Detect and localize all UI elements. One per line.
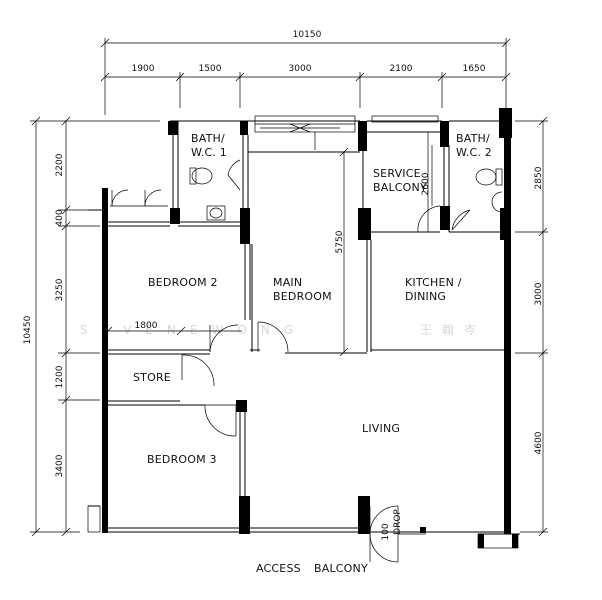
room-kitchen-label-1: KITCHEN / [405,276,462,289]
walls [102,108,512,534]
dim-top-total: 10150 [293,30,322,40]
room-bedroom3-label: BEDROOM 3 [147,453,217,466]
watermark-chinese: 王翰岑 [420,322,486,337]
room-kitchen-label-2: DINING [405,290,446,303]
refuse-drop-label: DROP [393,509,403,535]
dim-inner-100: 100 [381,523,391,540]
dim-left-5: 3400 [55,454,65,477]
dim-right-2: 3000 [534,282,544,305]
dim-left-2: 400 [55,209,65,226]
dim-right-3: 4600 [534,431,544,454]
dim-left-1: 2200 [55,153,65,176]
room-bath1-label-1: BATH/ [191,132,225,145]
toilet-icon [189,167,213,185]
basin-icon [206,205,226,221]
dim-top-3: 3000 [289,64,312,74]
top-dimensions: 10150 1900 1500 3000 2100 1650 [100,30,511,115]
dim-top-5: 1650 [463,64,486,74]
dim-left-3: 3250 [55,278,65,301]
dim-right-1: 2850 [534,166,544,189]
room-living-label: LIVING [362,422,400,435]
dim-left-total: 10450 [23,315,33,344]
watermark: SEVENEWONG 王翰岑 [80,322,486,337]
toilet-icon [475,168,503,186]
dim-left-4: 1200 [55,365,65,388]
room-labels: BATH/ W.C. 1 BATH/ W.C. 2 SERVICE BALCON… [133,132,492,575]
inner-dimensions: 1800 5750 2600 100 [103,132,431,541]
access-label: ACCESS [256,562,301,575]
room-service-label-1: SERVICE [373,167,421,180]
basin-icon [491,191,503,213]
dim-inner-5750: 5750 [335,230,345,253]
room-bath2-label-2: W.C. 2 [456,146,492,159]
dim-top-1: 1900 [132,64,155,74]
room-store-label: STORE [133,371,171,384]
right-dimensions: 2850 3000 4600 [515,116,548,537]
dim-inner-2600: 2600 [421,172,431,195]
dim-top-4: 2100 [390,64,413,74]
left-dimensions: 10450 2200 400 3250 1200 3400 [23,116,160,537]
doors [110,145,471,563]
windows [87,115,520,549]
room-service-label-2: BALCONY [373,181,427,194]
fixtures [189,167,503,221]
room-bath2-label-1: BATH/ [456,132,490,145]
dim-top-2: 1500 [199,64,222,74]
balcony-label: BALCONY [314,562,368,575]
dim-inner-1800: 1800 [135,321,158,331]
room-bath1-label-2: W.C. 1 [191,146,227,159]
room-bedroom2-label: BEDROOM 2 [148,276,218,289]
room-main-bedroom-label-1: MAIN [273,276,302,289]
room-main-bedroom-label-2: BEDROOM [273,290,332,303]
watermark-latin: SEVENEWONG [80,323,307,337]
